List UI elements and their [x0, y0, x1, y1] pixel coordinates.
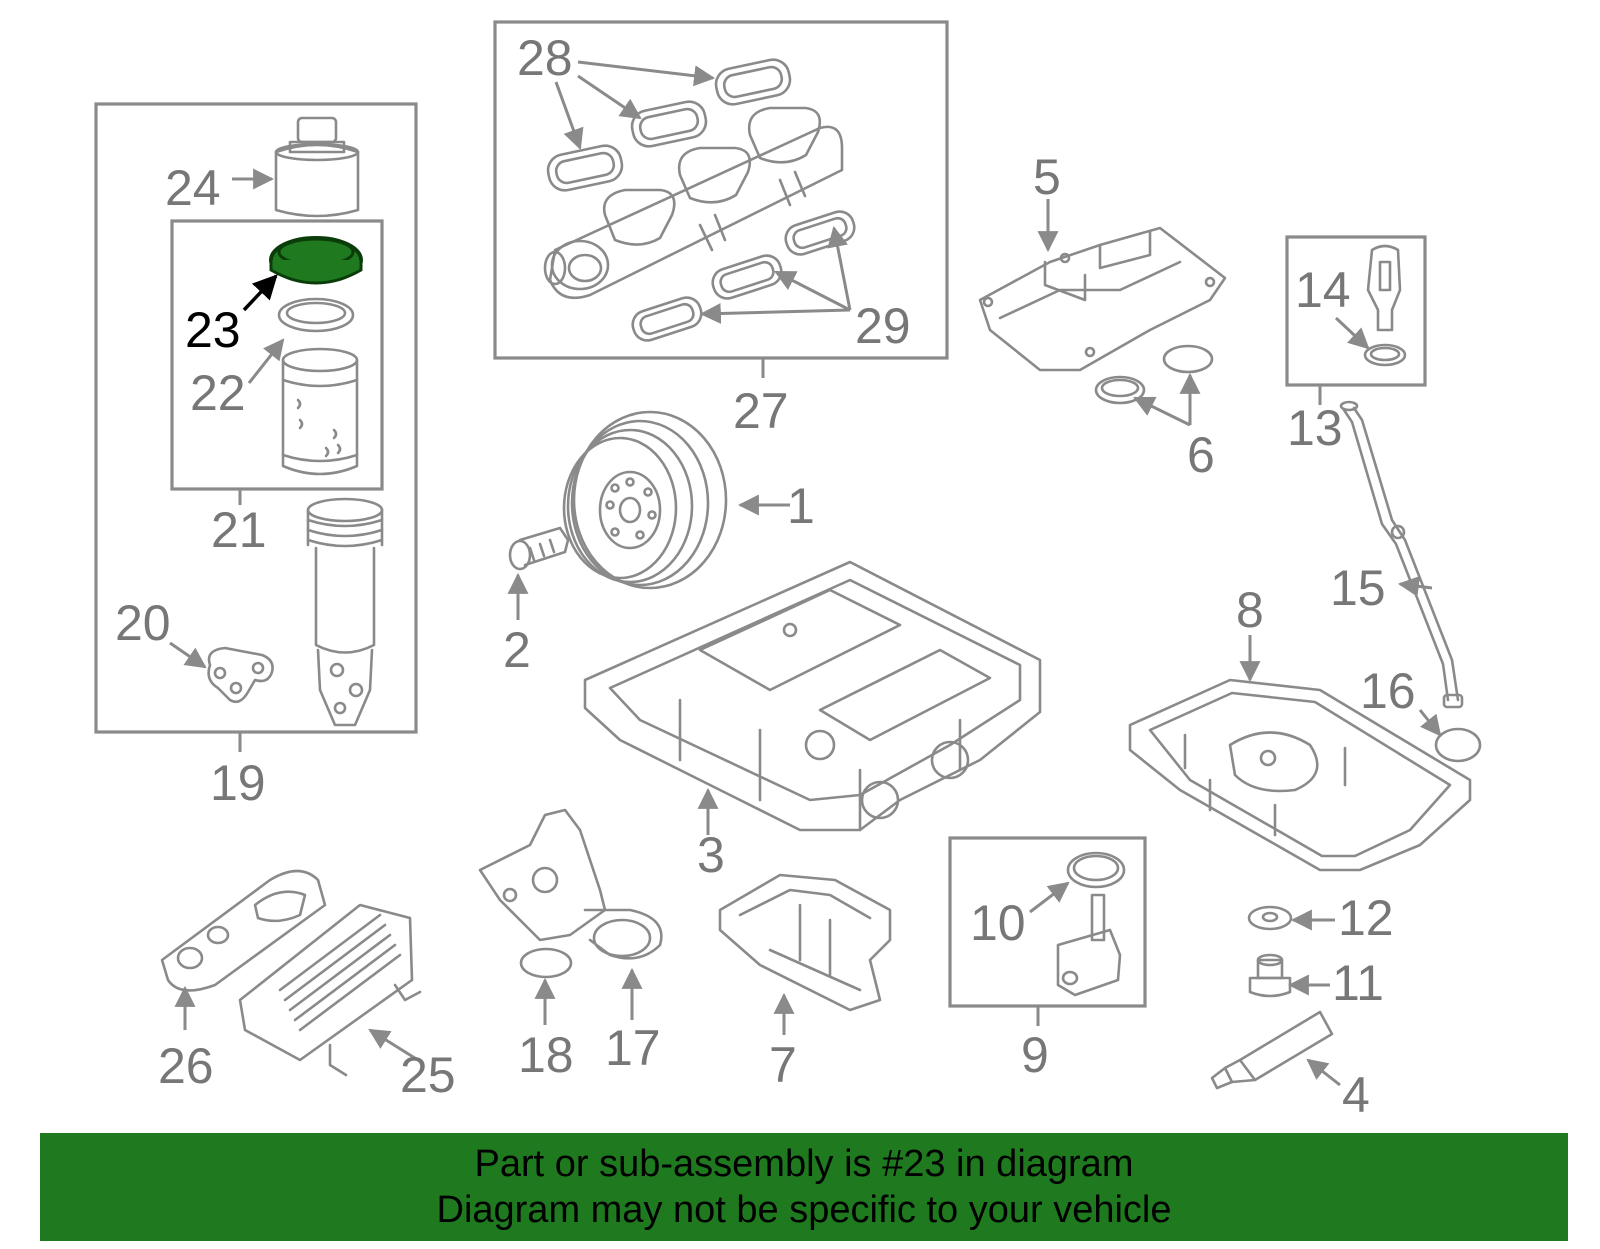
part-26-gasket [160, 869, 327, 992]
callout-16: 16 [1360, 663, 1416, 719]
part-24-filter-cap [274, 116, 360, 218]
leader-lines [169, 60, 1442, 1087]
callout-26: 26 [158, 1038, 214, 1094]
part-28-gaskets [546, 58, 792, 192]
callout-2: 2 [503, 622, 531, 678]
callout-21: 21 [211, 502, 267, 558]
callout-4: 4 [1342, 1067, 1370, 1123]
part-3-ladder-frame [583, 560, 1042, 832]
part-29-gaskets [631, 210, 856, 342]
part-9-oil-level-sensor [1056, 893, 1122, 997]
group-box-27 [493, 20, 949, 360]
part-21-filter-element [281, 347, 359, 476]
part-8-oil-pan [1128, 678, 1472, 872]
part-11-drain-plug [1248, 953, 1292, 998]
part-1-pulley [562, 410, 728, 590]
part-6-o-rings [1094, 344, 1214, 405]
callout-12: 12 [1338, 890, 1394, 946]
callout-6: 6 [1187, 427, 1215, 483]
part-5-cover [978, 226, 1227, 372]
callout-20: 20 [115, 595, 171, 651]
group-box-21 [170, 219, 384, 491]
callout-11: 11 [1332, 955, 1384, 1011]
part-14-dipstick-handle [1363, 244, 1407, 367]
callout-17: 17 [605, 1020, 661, 1076]
part-2-bolt [508, 526, 570, 571]
callout-8: 8 [1236, 582, 1264, 638]
part-18-o-ring [519, 947, 573, 979]
part-10-o-ring [1066, 851, 1126, 889]
group-box-9 [948, 836, 1147, 1008]
part-12-washer [1247, 905, 1293, 931]
part-20-gasket [207, 646, 274, 704]
banner-line-1: Part or sub-assembly is #23 in diagram [474, 1143, 1134, 1185]
callout-22: 22 [190, 365, 246, 421]
callout-19: 19 [210, 755, 266, 811]
part-15-dipstick-tube [1339, 400, 1464, 709]
callout-15: 15 [1330, 560, 1386, 616]
part-17-oil-pump [478, 808, 663, 960]
part-27-intake-manifold [543, 106, 844, 300]
callout-27: 27 [733, 383, 789, 439]
callout-9: 9 [1021, 1027, 1049, 1083]
callout-7: 7 [769, 1037, 797, 1093]
group-box-19 [94, 102, 418, 734]
callout-24: 24 [165, 160, 221, 216]
callout-13: 13 [1287, 400, 1343, 456]
callout-3: 3 [697, 827, 725, 883]
callout-28: 28 [517, 30, 573, 86]
group-box-13 [1285, 235, 1427, 387]
part-23-seal-highlighted[interactable] [269, 236, 363, 285]
part-4-sealant-tube [1210, 1010, 1334, 1090]
callout-1: 1 [787, 478, 815, 534]
callout-29: 29 [855, 298, 911, 354]
info-banner: Part or sub-assembly is #23 in diagram D… [40, 1133, 1568, 1241]
callout-5: 5 [1033, 149, 1061, 205]
callout-18: 18 [518, 1027, 574, 1083]
part-19-filter-housing [306, 497, 384, 727]
part-22-o-ring [277, 297, 355, 333]
callout-14: 14 [1295, 262, 1351, 318]
callout-10: 10 [970, 895, 1026, 951]
part-25-oil-cooler [238, 903, 422, 1077]
callout-25: 25 [400, 1047, 456, 1103]
callout-labels: 1 2 3 4 5 6 7 8 9 10 11 12 13 14 15 16 1… [115, 30, 1416, 1123]
banner-line-2: Diagram may not be specific to your vehi… [436, 1189, 1172, 1231]
part-16-o-ring [1434, 727, 1482, 763]
callout-23[interactable]: 23 [185, 302, 241, 358]
part-7-baffle [718, 873, 892, 1012]
